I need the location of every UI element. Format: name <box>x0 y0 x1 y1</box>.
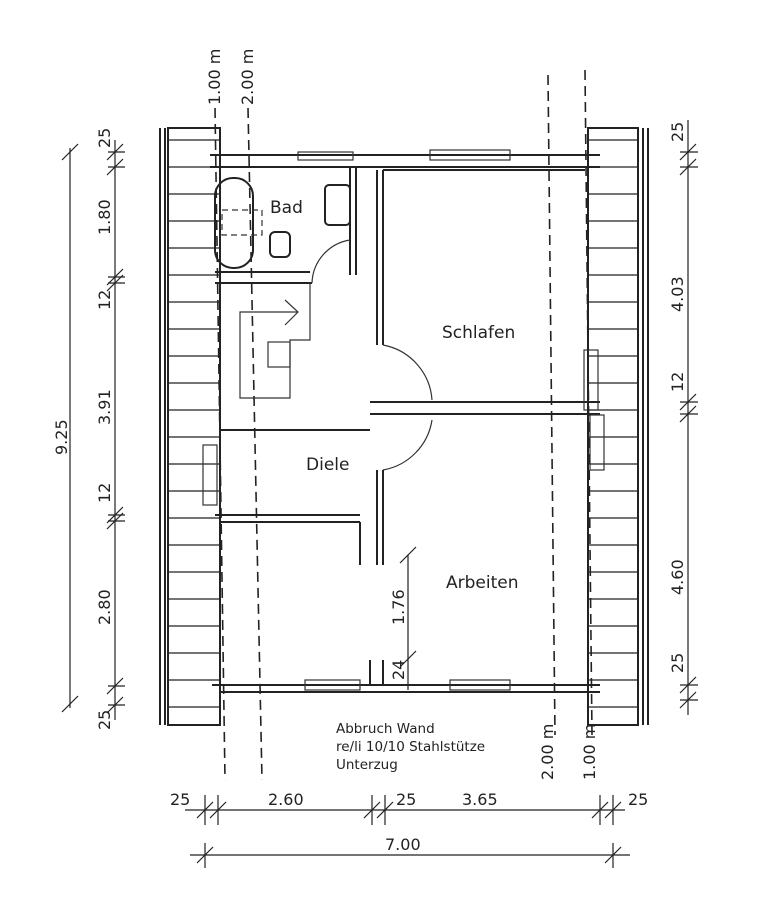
dim-left-seg: 12 <box>95 483 114 503</box>
axis-mark-bottom-2: 2.00 m <box>538 724 557 780</box>
dim-right-seg: 4.03 <box>668 276 687 312</box>
note-line-2: re/li 10/10 Stahlstütze <box>336 739 485 755</box>
dim-stair-b: 24 <box>389 660 408 680</box>
note-line-3: Unterzug <box>336 757 398 773</box>
axis-mark-bottom-1: 1.00 m <box>580 724 599 780</box>
note-line-1: Abbruch Wand <box>336 721 435 737</box>
dim-left-seg: 25 <box>95 710 114 730</box>
dim-bottom-seg: 2.60 <box>268 790 304 809</box>
dim-left-seg: 1.80 <box>95 199 114 235</box>
room-label-diele: Diele <box>306 455 349 475</box>
axis-mark-top-1: 1.00 m <box>205 49 224 105</box>
dimension-bottom <box>185 795 630 868</box>
dim-left-seg: 3.91 <box>95 389 114 425</box>
dim-bottom-total: 7.00 <box>385 835 421 854</box>
dim-right-seg: 25 <box>668 653 687 673</box>
dim-left-total: 9.25 <box>52 419 71 455</box>
room-label-bad: Bad <box>270 198 303 218</box>
roof-left <box>159 127 221 726</box>
dimension-stair <box>399 546 417 690</box>
dim-right-seg: 12 <box>668 372 687 392</box>
dim-left-seg: 2.80 <box>95 589 114 625</box>
dim-bottom-seg: 3.65 <box>462 790 498 809</box>
dimension-left <box>61 140 125 720</box>
dim-left-seg: 25 <box>95 128 114 148</box>
axis-mark-top-2: 2.00 m <box>238 49 257 105</box>
roof-right <box>587 127 649 726</box>
dim-right-seg: 4.60 <box>668 559 687 595</box>
dimension-right <box>679 120 698 715</box>
room-label-schlafen: Schlafen <box>442 323 515 343</box>
reference-lines <box>214 69 593 781</box>
dim-bottom-seg: 25 <box>170 790 190 809</box>
room-label-arbeiten: Arbeiten <box>446 573 519 593</box>
dim-left-seg: 12 <box>95 290 114 310</box>
dim-stair-a: 1.76 <box>389 589 408 625</box>
dim-bottom-seg: 25 <box>628 790 648 809</box>
dim-right-seg: 25 <box>668 122 687 142</box>
dim-bottom-seg: 25 <box>396 790 416 809</box>
